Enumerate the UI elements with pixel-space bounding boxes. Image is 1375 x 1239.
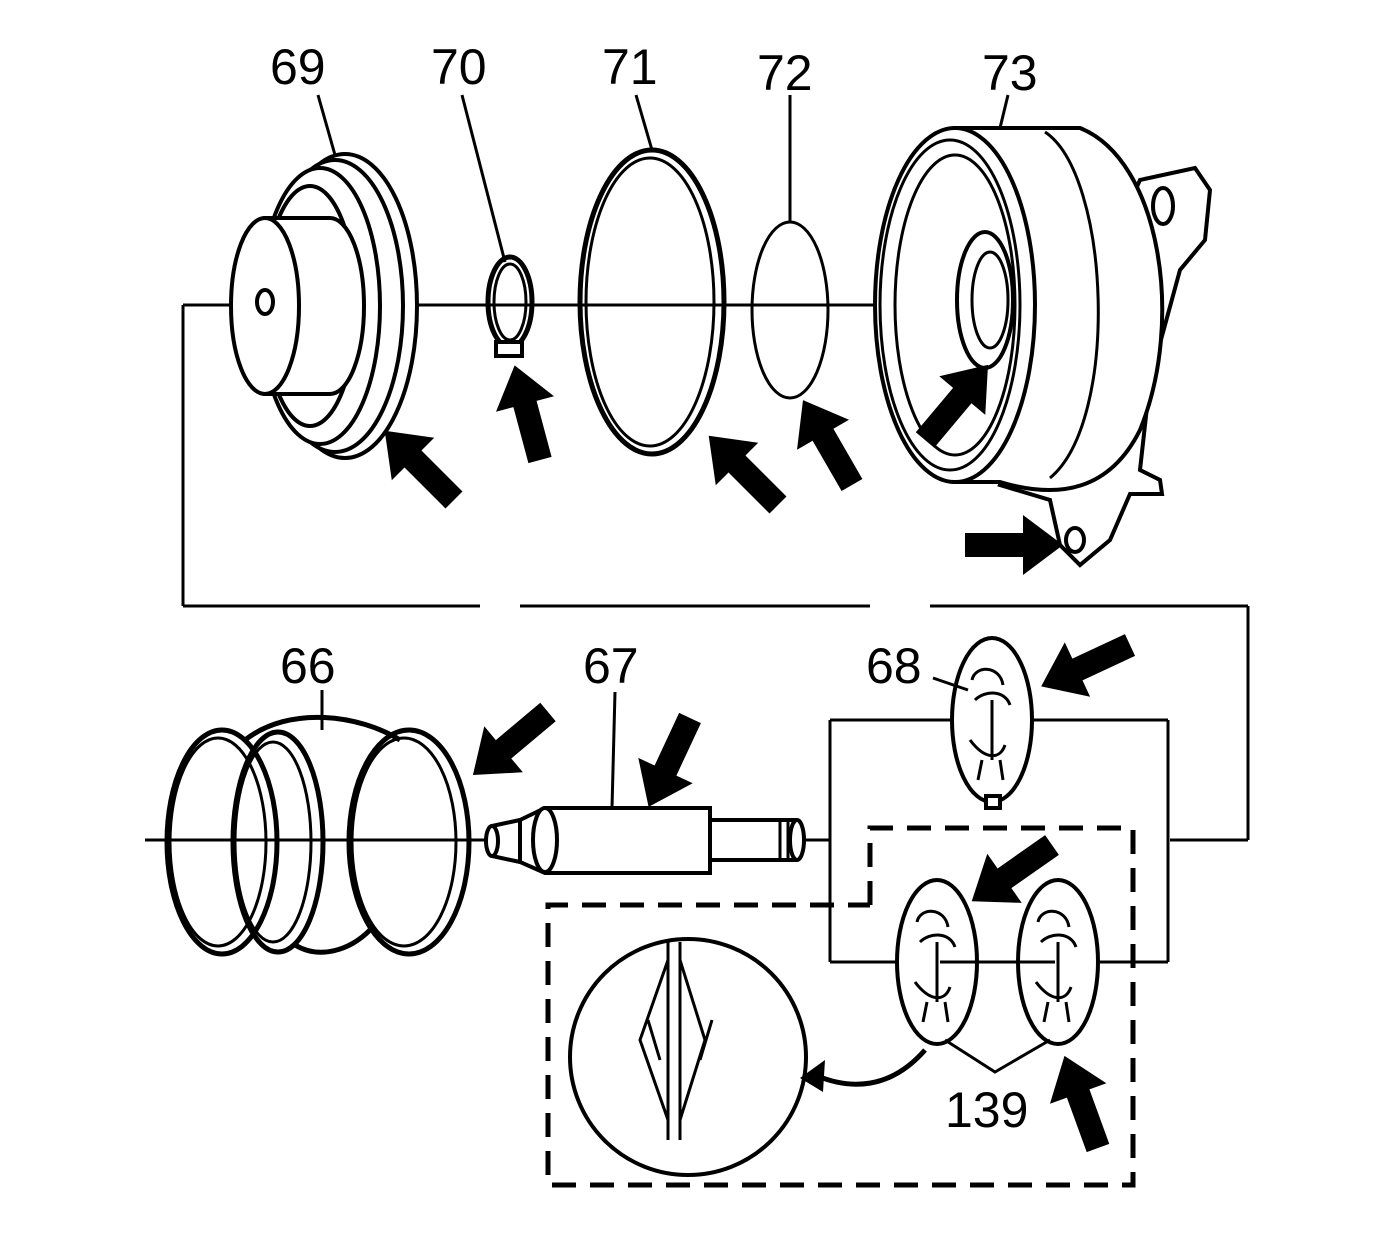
callout-139: 139	[945, 1082, 1028, 1138]
arrow-139-lower-icon	[1036, 1045, 1127, 1159]
callout-71: 71	[602, 39, 658, 95]
part-139-discs	[895, 878, 1100, 1074]
detail-boxes	[545, 825, 1136, 1188]
part-66-spring	[164, 714, 472, 957]
part-67-spindle	[484, 806, 806, 875]
part-71-seal	[577, 147, 727, 457]
callout-67: 67	[583, 638, 639, 694]
callout-labels: 69 70 71 72 73 66 67 68 139	[270, 39, 1038, 1138]
detail-disc-magnified	[568, 937, 927, 1177]
callout-leaders	[316, 94, 1010, 809]
part-70-snap-ring	[485, 254, 535, 358]
callout-69: 69	[270, 39, 326, 95]
arrow-73-mount-icon	[965, 515, 1063, 575]
callout-72: 72	[757, 45, 813, 101]
part-68-disc	[950, 636, 1034, 810]
arrow-66-icon	[453, 689, 568, 798]
callout-66: 66	[280, 638, 336, 694]
arrow-67-icon	[621, 705, 718, 820]
arrow-72-icon	[777, 385, 878, 500]
callout-70: 70	[431, 39, 487, 95]
arrow-70-icon	[485, 357, 569, 468]
part-69-piston	[229, 152, 419, 460]
arrow-71-icon	[687, 414, 800, 527]
arrow-68-icon	[1028, 617, 1143, 714]
part-73-housing	[873, 126, 1213, 568]
callout-68: 68	[866, 638, 922, 694]
callout-73: 73	[982, 45, 1038, 101]
part-72-o-ring	[750, 220, 830, 400]
